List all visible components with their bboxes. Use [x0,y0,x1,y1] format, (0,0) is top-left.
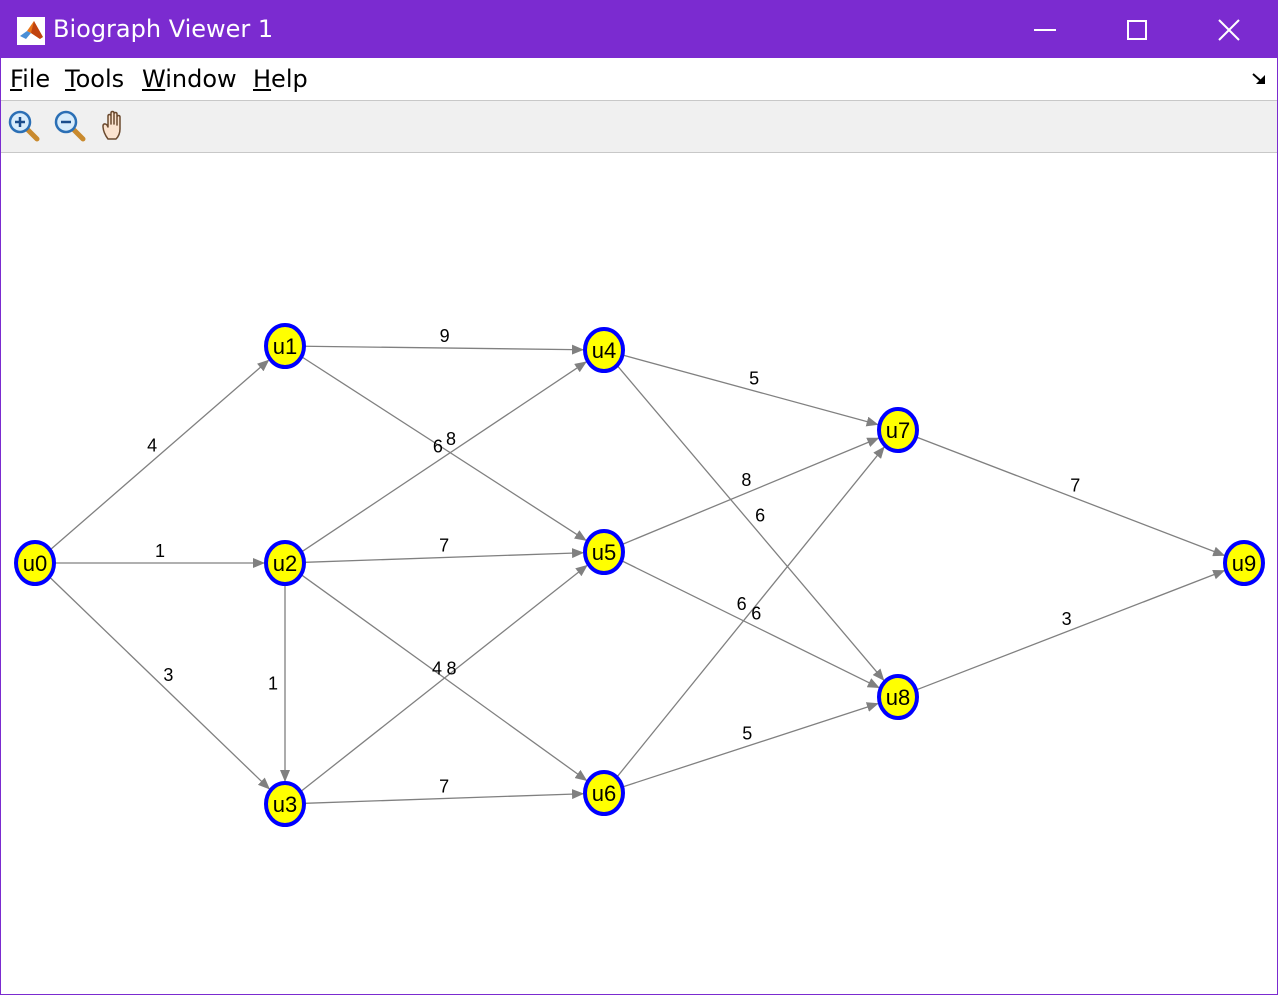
edge-weight-label: 3 [163,665,173,685]
edge-u6-u7[interactable] [616,446,885,777]
node-shape[interactable] [264,323,306,369]
graph-node-u1[interactable]: u1 [264,323,306,369]
zoom-out-icon[interactable] [53,109,87,143]
menu-file[interactable]: File [10,65,51,93]
close-icon [1218,18,1240,41]
edge-u5-u7[interactable] [622,437,880,545]
graph-node-u3[interactable]: u3 [264,781,306,827]
node-shape[interactable] [583,770,625,816]
menu-window[interactable]: Window [142,65,237,93]
node-label: u1 [273,334,297,359]
node-shape[interactable] [877,407,919,453]
edge-weight-label: 6 [755,506,765,526]
node-label: u6 [592,781,616,806]
minimize-icon [1034,28,1056,31]
menu-help[interactable]: Help [253,65,308,93]
menu-tools[interactable]: Tools [65,65,125,93]
node-label: u0 [23,551,47,576]
pan-hand-icon[interactable] [99,109,133,143]
edge-u2-u5[interactable] [304,548,585,563]
edge-weight-label: 6 [737,594,747,614]
matlab-app-icon [17,17,45,45]
node-label: u5 [592,540,616,565]
edge-u0-u3[interactable] [49,577,270,790]
edge-u4-u8[interactable] [617,365,885,681]
node-label: u9 [1232,551,1256,576]
edge-weight-label: 7 [439,536,449,556]
edge-u7-u9[interactable] [916,436,1226,557]
node-shape[interactable] [264,781,306,827]
node-shape[interactable] [583,327,625,373]
edge-weight-label: 9 [440,326,450,346]
node-label: u7 [886,418,910,443]
node-label: u3 [273,792,297,817]
edge-u0-u1[interactable] [50,359,270,550]
edge-weight-label: 4 [147,435,157,455]
edge-weight-label: 1 [268,674,278,694]
edge-u5-u8[interactable] [621,560,880,689]
edge-weight-label: 8 [447,658,457,678]
graph-node-u8[interactable]: u8 [877,674,919,720]
edge-weight-label: 8 [446,429,456,449]
graph-node-u2[interactable]: u2 [264,540,306,586]
edge-u1-u4[interactable] [304,344,585,355]
edge-u1-u5[interactable] [301,356,587,541]
graph-node-u6[interactable]: u6 [583,770,625,816]
toolbar [1,101,1277,153]
edge-weight-label: 4 [432,659,442,679]
node-label: u2 [273,551,297,576]
edge-u3-u6[interactable] [304,789,585,804]
edge-u4-u7[interactable] [623,354,879,427]
graph-node-u0[interactable]: u0 [14,540,56,586]
node-label: u4 [592,338,616,363]
edge-weight-label: 7 [1070,475,1080,495]
graph-node-u9[interactable]: u9 [1223,540,1265,586]
graph-node-u4[interactable]: u4 [583,327,625,373]
edge-u3-u5[interactable] [300,564,588,792]
edge-weight-label: 3 [1062,609,1072,629]
edge-weight-label: 1 [155,541,165,561]
maximize-button[interactable] [1091,1,1183,58]
zoom-in-icon[interactable] [7,109,41,143]
node-shape[interactable] [583,529,625,575]
node-label: u8 [886,685,910,710]
window-title: Biograph Viewer 1 [53,15,274,43]
graph-node-u5[interactable]: u5 [583,529,625,575]
title-bar[interactable]: Biograph Viewer 1 [1,1,1277,58]
node-shape[interactable] [14,540,56,586]
edge-weight-label: 6 [433,437,443,457]
menu-bar: File Tools Window Help [1,58,1277,101]
edge-weight-label: 8 [741,470,751,490]
dock-arrow-icon[interactable] [1251,72,1267,86]
edge-u2-u4[interactable] [301,361,587,553]
maximize-icon [1127,19,1147,40]
edge-u6-u8[interactable] [622,702,879,788]
node-shape[interactable] [1223,540,1265,586]
node-shape[interactable] [877,674,919,720]
close-button[interactable] [1183,1,1275,58]
edge-weight-label: 5 [749,368,759,388]
edge-weight-label: 5 [742,724,752,744]
node-shape[interactable] [264,540,306,586]
graph-node-u7[interactable]: u7 [877,407,919,453]
edge-u8-u9[interactable] [916,569,1226,691]
edge-weight-label: 6 [751,604,761,624]
edge-weight-label: 7 [439,777,449,797]
minimize-button[interactable] [999,1,1091,58]
